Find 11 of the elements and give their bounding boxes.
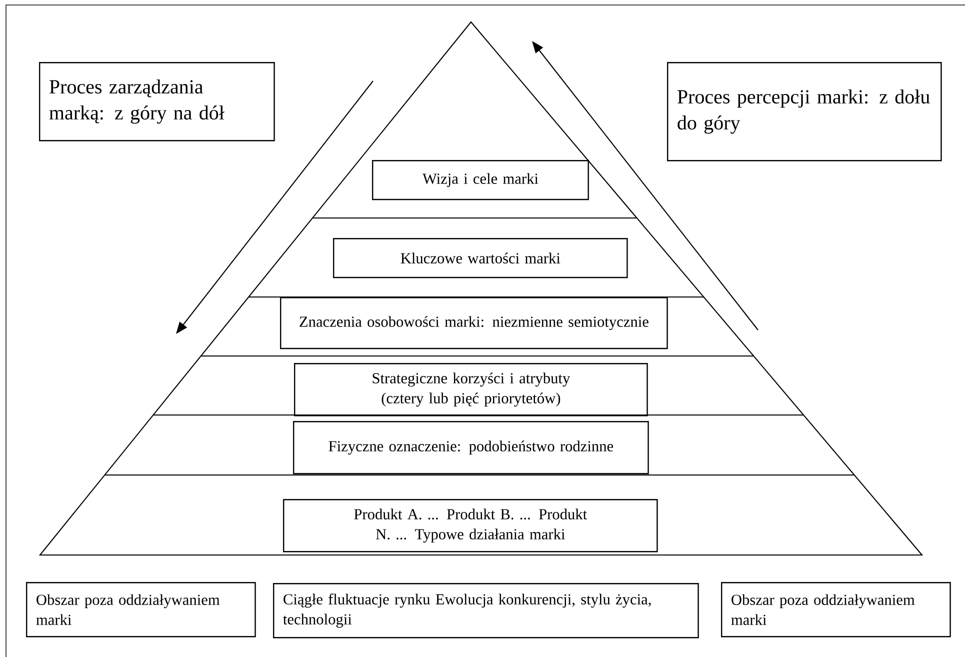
area-box: Obszar poza oddziaływaniem marki — [721, 582, 951, 638]
area-box: Ciągłe fluktuacje rynku Ewolucja konkurencji, stylu życia, technologii — [273, 583, 699, 638]
process-box: Proces zarządzania marką: z góry na dół — [39, 62, 275, 142]
level-box: Fizyczne oznaczenie: podobieństwo rodzinne — [293, 421, 649, 474]
area-box: Obszar poza oddziaływaniem marki — [26, 582, 256, 638]
level-box: Strategiczne korzyści i atrybuty (cztery lub pięć priorytetów) — [294, 363, 648, 416]
process-box: Proces percepcji marki: z dołu do góry — [667, 62, 942, 162]
level-box: Kluczowe wartości marki — [333, 238, 628, 278]
level-box: Produkt A. ... Produkt B. ... Produkt N. ... Typowe działania marki — [283, 499, 658, 552]
level-box: Wizja i cele marki — [372, 160, 589, 200]
level-box: Znaczenia osobowości marki: niezmienne semiotycznie — [280, 297, 668, 350]
